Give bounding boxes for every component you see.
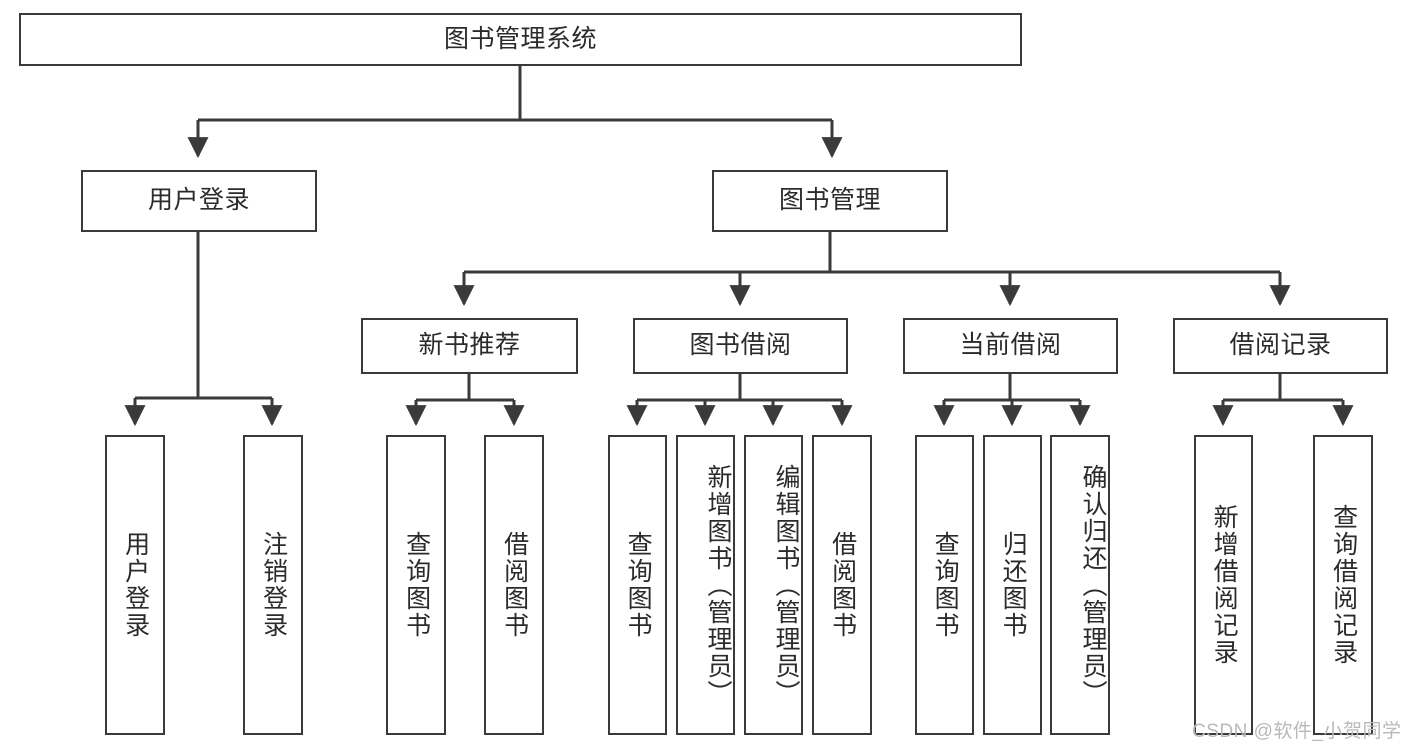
node-label: 归还图书 [999, 531, 1028, 639]
node-book-management[interactable]: 图书管理 [712, 170, 948, 232]
node-label: 用户登录 [121, 531, 150, 639]
leaf-confirm-return-admin[interactable]: 确认归还（管理员） [1050, 435, 1110, 735]
node-label: 查询借阅记录 [1329, 504, 1358, 666]
node-current-borrow[interactable]: 当前借阅 [903, 318, 1118, 374]
node-book-borrow[interactable]: 图书借阅 [633, 318, 848, 374]
leaf-add-book-admin[interactable]: 新增图书（管理员） [676, 435, 735, 735]
node-label: 确认归还（管理员） [1079, 463, 1107, 707]
leaf-add-borrow-record[interactable]: 新增借阅记录 [1194, 435, 1253, 735]
node-label: 借阅图书 [500, 531, 529, 639]
node-user-login[interactable]: 用户登录 [81, 170, 317, 232]
leaf-query-book-current[interactable]: 查询图书 [915, 435, 974, 735]
node-label: 查询图书 [624, 531, 653, 639]
node-label: 借阅图书 [828, 531, 857, 639]
node-new-book-recommend[interactable]: 新书推荐 [361, 318, 578, 374]
node-label: 新增图书（管理员） [704, 463, 732, 707]
node-label: 图书借阅 [689, 331, 792, 360]
leaf-return-book[interactable]: 归还图书 [983, 435, 1042, 735]
node-label: 用户登录 [147, 186, 250, 215]
leaf-user-login[interactable]: 用户登录 [105, 435, 165, 735]
leaf-query-borrow-record[interactable]: 查询借阅记录 [1313, 435, 1373, 735]
node-label: 图书管理系统 [443, 24, 597, 53]
leaf-logout[interactable]: 注销登录 [243, 435, 303, 735]
leaf-query-book-recommend[interactable]: 查询图书 [386, 435, 446, 735]
node-root-book-management-system[interactable]: 图书管理系统 [19, 13, 1022, 66]
node-label: 当前借阅 [959, 331, 1062, 360]
node-label: 编辑图书（管理员） [772, 463, 800, 707]
node-label: 新增借阅记录 [1210, 504, 1239, 666]
csdn-watermark: CSDN @软件_小贺同学 [1192, 721, 1402, 742]
node-label: 注销登录 [259, 531, 288, 639]
node-label: 查询图书 [931, 531, 960, 639]
node-borrow-record[interactable]: 借阅记录 [1173, 318, 1388, 374]
node-label: 查询图书 [402, 531, 431, 639]
node-label: 图书管理 [778, 186, 881, 215]
leaf-edit-book-admin[interactable]: 编辑图书（管理员） [744, 435, 803, 735]
leaf-query-book-borrow[interactable]: 查询图书 [608, 435, 667, 735]
leaf-borrow-book[interactable]: 借阅图书 [812, 435, 872, 735]
node-label: 新书推荐 [418, 331, 521, 360]
node-label: 借阅记录 [1229, 331, 1332, 360]
leaf-borrow-book-recommend[interactable]: 借阅图书 [484, 435, 544, 735]
